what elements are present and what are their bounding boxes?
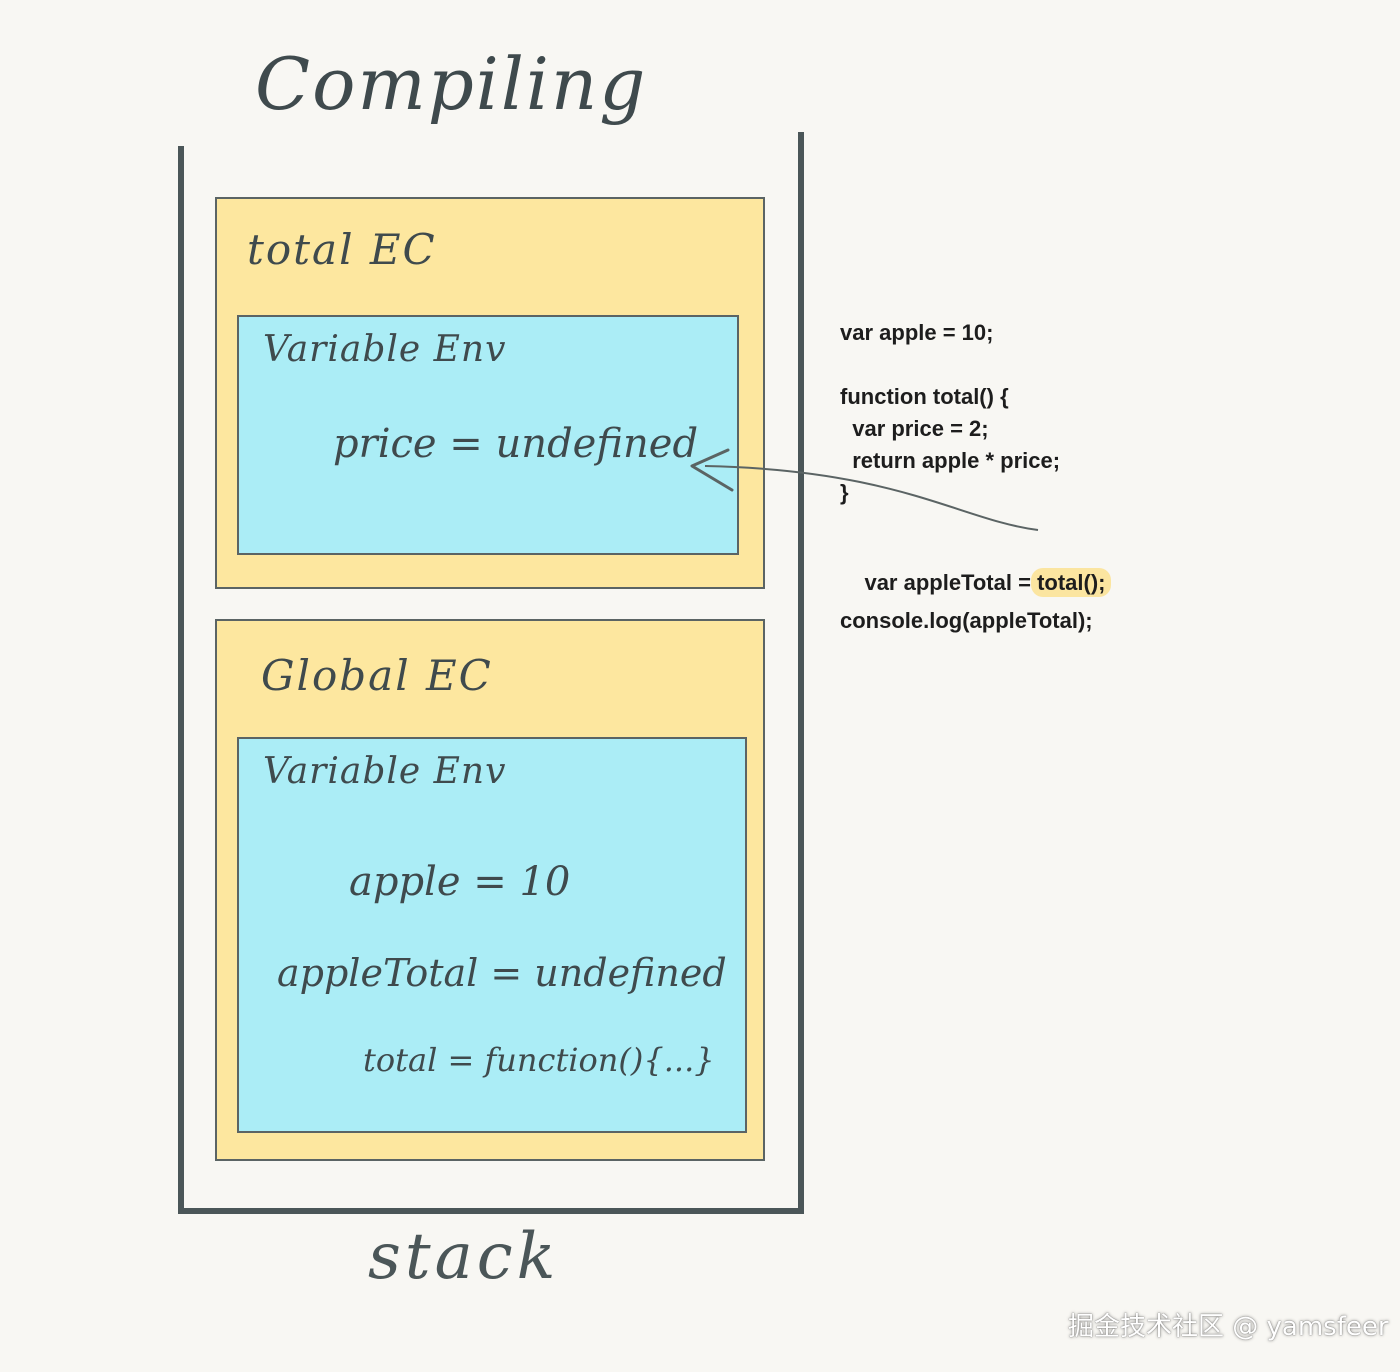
global-ec-box: Global EC Variable Env apple = 10 appleT… xyxy=(215,619,765,1161)
variable-entry-price: price = undefined xyxy=(333,421,699,467)
code-line-1: var apple = 10; xyxy=(840,320,994,345)
diagram-title: Compiling xyxy=(255,42,648,126)
code-line-3: var price = 2; xyxy=(840,416,989,441)
global-ec-variable-env: Variable Env apple = 10 appleTotal = und… xyxy=(237,737,747,1133)
highlighted-call: total(); xyxy=(1031,568,1112,597)
total-ec-variable-env: Variable Env price = undefined xyxy=(237,315,739,555)
stack-label: stack xyxy=(368,1220,560,1294)
code-line-2: function total() { xyxy=(840,384,1009,409)
variable-entry-apple: apple = 10 xyxy=(349,859,571,905)
total-ec-variable-env-title: Variable Env xyxy=(263,329,507,370)
variable-entry-total: total = function(){...} xyxy=(363,1041,715,1079)
stack-wall-right xyxy=(798,132,804,1214)
total-ec-box: total EC Variable Env price = undefined xyxy=(215,197,765,589)
variable-entry-appletotal: appleTotal = undefined xyxy=(277,951,727,995)
stack-wall-left xyxy=(178,146,184,1214)
total-ec-title: total EC xyxy=(247,225,437,274)
global-ec-title: Global EC xyxy=(261,651,493,700)
stack-wall-bottom xyxy=(178,1208,804,1214)
code-line-7: console.log(appleTotal); xyxy=(840,608,1093,633)
global-ec-variable-env-title: Variable Env xyxy=(263,751,507,792)
code-line-6-prefix: var appleTotal = xyxy=(864,570,1038,595)
watermark: 掘金技术社区 @ yamsfeer xyxy=(1068,1312,1389,1342)
code-line-6: var appleTotal = total(); xyxy=(840,544,1112,622)
code-line-5: } xyxy=(840,480,849,505)
code-line-4: return apple * price; xyxy=(840,448,1061,473)
